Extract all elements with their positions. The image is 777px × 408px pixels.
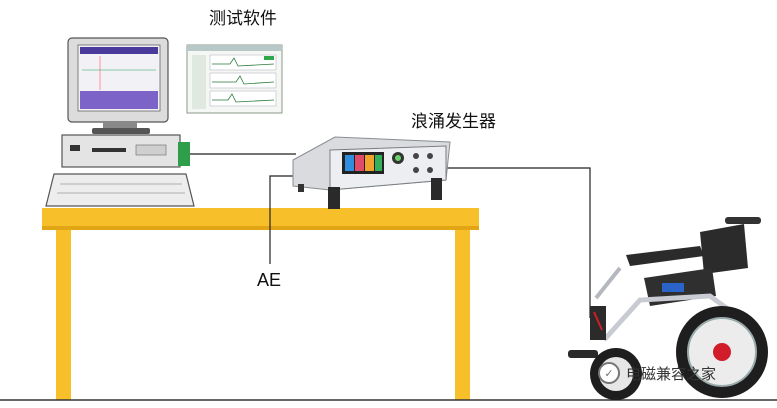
table-leg-left [56, 230, 71, 400]
connection-lines [190, 153, 591, 318]
wheelchair-label-plate [662, 283, 684, 292]
ae-label: AE [257, 270, 282, 290]
wheelchair-foot-plate [568, 350, 598, 358]
table-leg-right [455, 230, 470, 400]
software-trace [212, 57, 275, 67]
pc-drive-slot [70, 145, 80, 151]
software-plot [209, 72, 277, 89]
generator-screen-tile [375, 155, 382, 171]
generator-connector [427, 167, 433, 173]
pc-interface-port [178, 142, 190, 166]
generator-foot [298, 184, 304, 192]
surge-generator [292, 136, 451, 209]
table [42, 208, 479, 400]
software-indicator [264, 56, 274, 60]
generator-to-ae-line [269, 175, 300, 264]
wheelchair-push-handle [725, 217, 761, 224]
software-titlebar [187, 45, 282, 51]
wheelchair [568, 217, 768, 400]
software-label: 测试软件 [209, 9, 277, 29]
generator-handle-right [431, 178, 442, 200]
watermark-text: 电磁兼容之家 [626, 364, 717, 383]
pc-floppy-slot [92, 148, 126, 152]
generator-knob-led [395, 155, 401, 161]
monitor-stand [92, 128, 150, 134]
software-trace [212, 93, 275, 103]
wheelchair-hub [713, 343, 731, 361]
software-panel [192, 55, 206, 109]
monitor-screen-band [80, 91, 158, 109]
software-plot [209, 90, 277, 107]
monitor-neck [103, 122, 137, 129]
wheelchair-backrest [700, 224, 748, 274]
monitor-titlebar [80, 47, 158, 54]
generator-screen-tile [355, 155, 364, 171]
computer [45, 37, 195, 207]
watermark: ✓ 电磁兼容之家 [598, 362, 716, 384]
wechat-logo-icon: ✓ [598, 362, 620, 384]
wheelchair-red-trim [593, 311, 603, 331]
generator-screen-tile [345, 155, 354, 171]
generator-connector [413, 153, 419, 159]
generator-connector [427, 153, 433, 159]
software-plot [209, 54, 277, 71]
generator-connector [413, 167, 419, 173]
keyboard [45, 173, 195, 207]
table-top [42, 208, 479, 230]
software-trace [212, 75, 275, 85]
wheelchair-armrest [626, 246, 704, 266]
software-screenshot [186, 44, 283, 114]
table-top-edge [42, 226, 479, 230]
generator-handle-left [328, 187, 340, 209]
wheelchair-front-post [594, 266, 622, 300]
pc-panel [135, 144, 167, 156]
surge-generator-label: 浪涌发生器 [411, 112, 496, 132]
generator-screen-tile [365, 155, 374, 171]
generator-to-wheelchair-line [440, 167, 591, 318]
